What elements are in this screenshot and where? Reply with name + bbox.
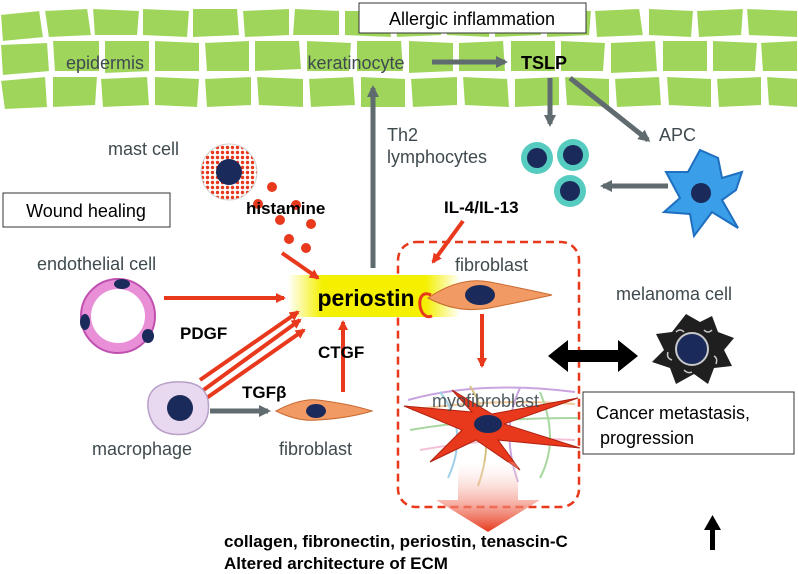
macrophage-label: macrophage: [92, 439, 192, 459]
ecm-output-arrow: [436, 462, 540, 532]
th2-label-line1: Th2: [387, 125, 418, 145]
red-arrows: [164, 219, 487, 406]
cancer-metastasis-line1: Cancer metastasis,: [596, 403, 750, 423]
arrow-il4-to-fibroblast: [431, 219, 465, 264]
double-arrow-myofibroblast-melanoma: [548, 340, 638, 372]
mast-cell-label: mast cell: [108, 139, 179, 159]
tslp-label: TSLP: [521, 53, 567, 73]
epidermis-label: epidermis: [66, 53, 144, 73]
periostin-autocrine-loop: [418, 292, 433, 319]
endothelial-cell-label: endothelial cell: [37, 254, 156, 274]
arrow-macrophage-to-periostin-1: [196, 318, 302, 396]
macrophage-cell: [147, 381, 210, 436]
melanoma-cell: [652, 314, 734, 384]
allergic-inflammation-box: [358, 2, 587, 34]
ecm-architecture-label: Altered architecture of ECM: [224, 554, 448, 573]
periostin-label: periostin: [317, 285, 414, 311]
cancer-metastasis-line2: progression: [600, 428, 694, 448]
tgfb-label: TGFβ: [242, 383, 286, 402]
ecm-proteins-label: collagen, fibronectin, periostin, tenasc…: [224, 532, 568, 551]
increase-up-arrow: [704, 515, 721, 550]
arrow-tslp-to-apc: [568, 76, 651, 142]
endothelial-cell: [80, 278, 156, 354]
fibroblast-top-label: fibroblast: [455, 255, 528, 275]
arrow-macrophage-to-periostin-2: [196, 328, 306, 406]
histamine-granules: [253, 182, 316, 253]
wound-healing-label: Wound healing: [26, 201, 146, 221]
gray-arrows: [210, 56, 668, 417]
keratinocyte-label: keratinocyte: [307, 53, 404, 73]
myofibroblast-nucleus: [474, 415, 502, 433]
fibroblast-bottom-label: fibroblast: [279, 439, 352, 459]
myofibroblast-label: myofibroblast: [432, 391, 539, 411]
melanoma-cell-label: melanoma cell: [616, 284, 732, 304]
fibroblast-top: [427, 280, 553, 311]
apc-cell: [661, 148, 744, 239]
ctgf-label: CTGF: [318, 343, 364, 362]
wound-healing-box: [2, 192, 171, 228]
fibroblast-region-dashed: [396, 240, 581, 509]
allergic-inflammation-label: Allergic inflammation: [389, 9, 555, 29]
th2-label-line2: lymphocytes: [387, 147, 487, 167]
th2-lymphocytes: [521, 139, 589, 207]
apc-label: APC: [659, 125, 696, 145]
arrow-pdgf-to-periostin: [198, 310, 300, 382]
cancer-metastasis-box: [582, 391, 795, 455]
arrow-histamine-to-periostin: [280, 251, 320, 280]
il4-il13-label: IL-4/IL-13: [444, 198, 519, 217]
histamine-label: histamine: [246, 199, 325, 218]
fibroblast-bottom: [274, 399, 374, 421]
pdgf-label: PDGF: [180, 324, 227, 343]
mast-cell: [200, 143, 258, 201]
